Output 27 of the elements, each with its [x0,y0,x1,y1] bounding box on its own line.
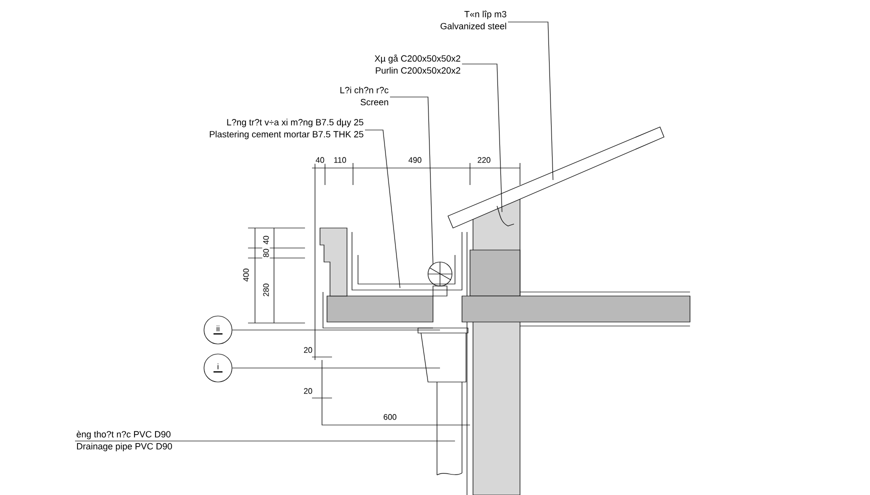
dimension-label: 80 [262,248,270,258]
part-drawing [496,206,514,226]
callout-text: T«n lîp m3 Galvanized steel [440,10,506,30]
dimension-label: 40 [262,234,270,246]
dimension-label: 490 [407,156,423,164]
leader-line [390,96,434,264]
screen-drawing [428,262,452,296]
dimension-label: 40 [314,156,326,164]
part-drawing [352,232,462,290]
leader-line [364,130,400,288]
dimension-label: 600 [382,413,398,421]
callout-text: L?i ch?n r?c Screen [340,86,388,106]
pipe-drawing [436,382,462,476]
leader-line [508,22,554,180]
dimension-label: 20 [302,387,314,395]
callout-text: Xµ gå C200x50x50x2 Purlin C200x50x20x2 [374,54,460,74]
dimension-label: 20 [302,346,314,354]
callout-text: L?ng tr?t v÷a xi m?ng B7.5 dµy 25 Plastering cement mortar B7.5 THK 25 [210,118,364,140]
roof-sheet [448,126,664,228]
dimension-label: 220 [476,156,492,164]
part-drawing [418,328,468,382]
dimension-label: 400 [242,267,250,283]
dimension-label: 110 [332,156,348,164]
dimension-label: 280 [262,282,270,298]
leader-line [462,64,502,212]
leader-line [74,440,456,442]
callout-text: èng tho?t n?c PVC D90 Drainage pipe PVC D90 [76,430,172,452]
